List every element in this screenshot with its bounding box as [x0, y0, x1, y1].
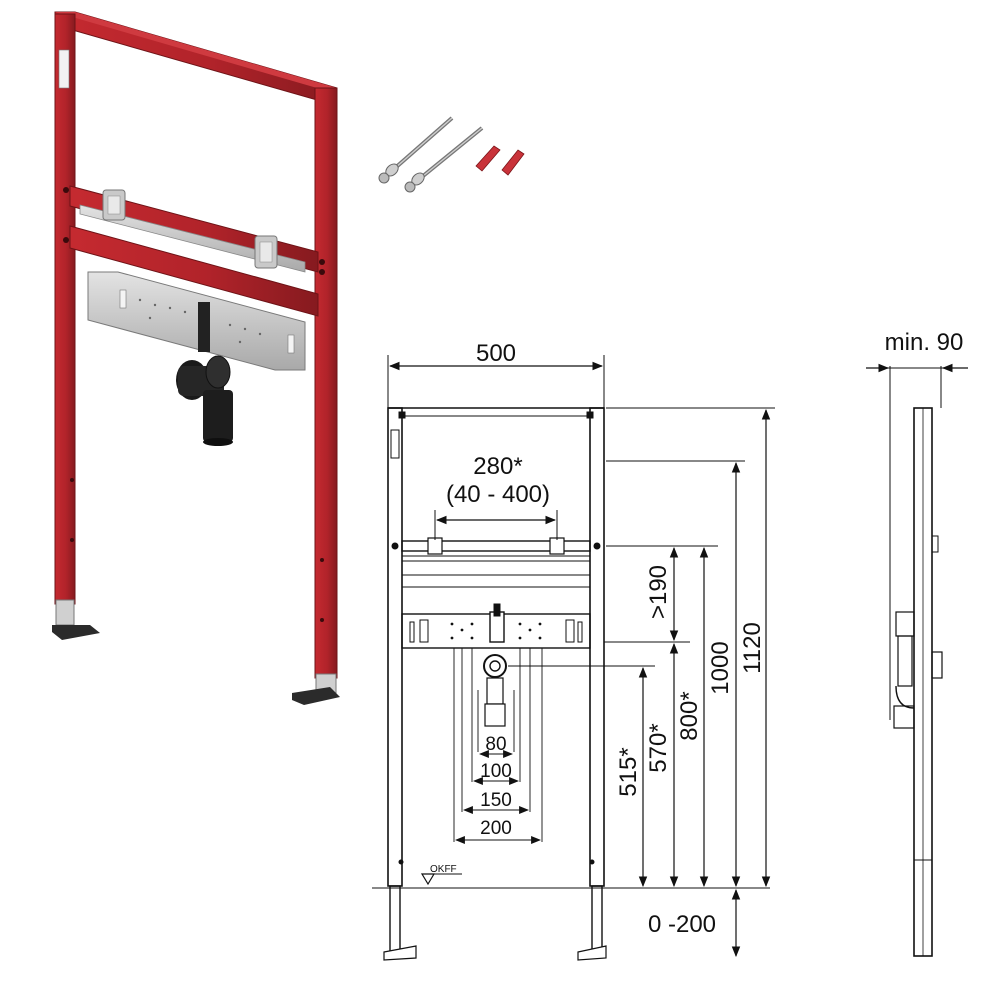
dimension-heights	[508, 407, 775, 958]
dimension-depth-min-90: min. 90	[866, 329, 968, 720]
dim-label-150: 150	[480, 790, 512, 811]
front-left-upright	[387, 407, 403, 887]
dimension-outlet-spacings	[453, 648, 543, 844]
front-rail	[401, 540, 591, 552]
floor-level-line: OKFF	[372, 864, 770, 889]
fixing-accessories	[378, 116, 525, 193]
fixing-screw-2	[404, 126, 484, 193]
dim-label-515: 515*	[615, 747, 642, 796]
dim-label-570: 570*	[645, 723, 672, 772]
dim-label-200: 200	[480, 818, 512, 839]
dimension-width-500: 500	[387, 340, 605, 408]
dimension-rail-spacing: 280* (40 - 400)	[434, 453, 558, 540]
dim-label-800: 800*	[676, 691, 703, 740]
frame-lower-crossbar	[69, 225, 319, 317]
fixing-screw-1	[378, 116, 454, 184]
dim-label-80: 80	[485, 734, 506, 755]
frame-foot-left	[52, 599, 100, 640]
dim-label-100: 100	[480, 761, 512, 782]
dim-label-1000: 1000	[707, 641, 734, 694]
dim-label-190: >190	[645, 565, 672, 619]
wall-plug-1	[475, 145, 501, 172]
frame-top-bar	[54, 11, 338, 101]
dim-label-min-90: min. 90	[885, 329, 964, 356]
drain-pipe	[176, 302, 233, 446]
dim-label-280: 280*	[473, 453, 522, 480]
mounting-plate	[87, 271, 306, 371]
frame-foot-right	[292, 673, 340, 705]
dim-label-40-400: (40 - 400)	[446, 481, 550, 508]
wall-plug-2	[501, 149, 525, 176]
front-view-drawing	[383, 407, 607, 961]
frame-left-upright	[54, 13, 76, 605]
front-right-upright	[589, 407, 605, 887]
floor-label-okff: OKFF	[430, 864, 457, 875]
dim-label-1120: 1120	[739, 622, 766, 674]
dim-label-500: 500	[476, 340, 516, 367]
side-view-drawing	[893, 407, 943, 957]
frame-right-upright	[314, 87, 338, 679]
frame-3d-illustration	[52, 11, 340, 705]
rail-clamp-left	[102, 189, 126, 221]
rail-clamp-right	[254, 235, 278, 269]
dim-label-0-200: 0 -200	[648, 911, 716, 938]
